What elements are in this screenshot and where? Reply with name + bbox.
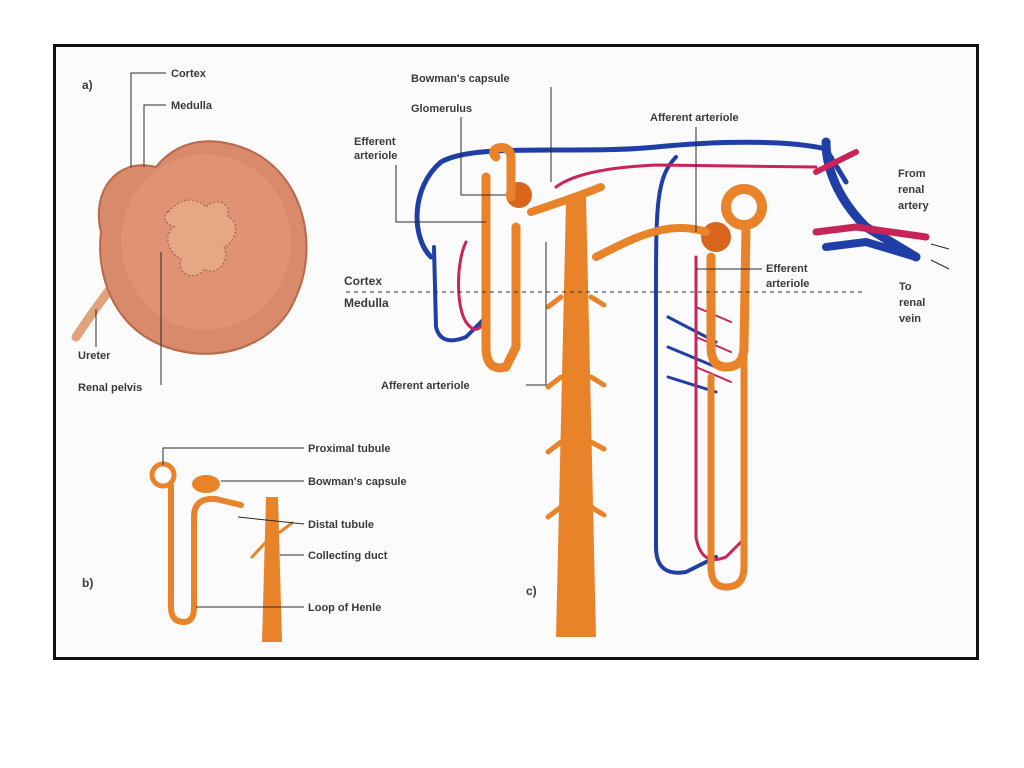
label-efferent-right-1: Efferent xyxy=(766,263,808,275)
label-medulla-a: Medulla xyxy=(171,100,213,112)
renal-artery-top xyxy=(813,149,859,175)
panel-c-tag: c) xyxy=(526,584,537,598)
collecting-duct-branches-b xyxy=(250,521,294,559)
distal-left xyxy=(527,183,605,216)
label-bowmans-capsule-c: Bowman's capsule xyxy=(411,73,510,85)
panel-a-kidney: a) Cortex Medulla Ureter Renal pelvis xyxy=(71,68,308,394)
label-from-3: artery xyxy=(898,200,929,212)
left-vein-loop xyxy=(432,245,488,343)
label-cortex-a: Cortex xyxy=(171,68,207,80)
label-to-3: vein xyxy=(899,313,921,325)
leader-efferent-left xyxy=(395,165,486,223)
label-afferent-top: Afferent arteriole xyxy=(650,112,739,124)
label-renal-pelvis: Renal pelvis xyxy=(78,382,142,394)
collecting-duct-c xyxy=(556,197,596,637)
proximal-right-loop xyxy=(721,184,767,230)
label-efferent-right-2: arteriole xyxy=(766,278,809,290)
label-loop-of-henle: Loop of Henle xyxy=(308,602,381,614)
label-efferent-left-1: Efferent xyxy=(354,136,396,148)
label-bowmans-capsule-b: Bowman's capsule xyxy=(308,476,407,488)
glomerulus-right xyxy=(701,222,731,252)
leader-cortex-a xyxy=(130,72,166,167)
figure-frame: a) Cortex Medulla Ureter Renal pelvis b)… xyxy=(53,44,979,660)
renal-artery-trunk xyxy=(812,223,930,241)
panel-a-tag: a) xyxy=(82,78,93,92)
collecting-duct-c-branches xyxy=(545,294,607,520)
label-from-1: From xyxy=(898,168,926,180)
label-efferent-left-2: arteriole xyxy=(354,150,397,162)
renal-vein-arc xyxy=(414,139,849,260)
distal-right xyxy=(592,223,710,261)
leader-glomerulus xyxy=(460,117,506,196)
renal-vein-branch xyxy=(822,238,920,261)
label-collecting-duct: Collecting duct xyxy=(308,550,388,562)
label-glomerulus: Glomerulus xyxy=(411,103,472,115)
proximal-left xyxy=(489,143,516,202)
label-proximal-tubule: Proximal tubule xyxy=(308,443,391,455)
label-afferent-bottom: Afferent arteriole xyxy=(381,380,470,392)
panel-b-tag: b) xyxy=(82,576,93,590)
flow-arrows-right xyxy=(930,243,950,270)
label-medulla-c: Medulla xyxy=(344,296,389,310)
afferent-artery-top xyxy=(554,163,818,189)
loop-left xyxy=(481,172,521,373)
leader-afferent-bottom xyxy=(526,242,547,386)
bowmans-capsule-b xyxy=(192,475,220,493)
nephron-diagram: a) Cortex Medulla Ureter Renal pelvis b)… xyxy=(71,68,950,642)
label-ureter: Ureter xyxy=(78,350,111,362)
loop-right-lower xyxy=(707,343,748,591)
label-from-2: renal xyxy=(898,184,924,196)
right-red-descending xyxy=(694,255,748,561)
panel-c-nephron: c) Bowman's caps xyxy=(344,73,950,637)
label-to-2: renal xyxy=(899,297,925,309)
panel-b-nephron: b) Proximal tubule Bowman's capsule Dist… xyxy=(82,443,407,642)
label-cortex-c: Cortex xyxy=(344,274,382,288)
label-to-1: To xyxy=(899,281,912,293)
leader-distal-tubule xyxy=(237,516,305,525)
loop-of-henle-b xyxy=(168,482,244,625)
label-distal-tubule: Distal tubule xyxy=(308,519,374,531)
leader-proximal-tubule xyxy=(162,447,304,465)
leader-medulla-a xyxy=(143,104,166,167)
right-vein-descending xyxy=(654,155,718,575)
collecting-duct-b xyxy=(262,497,282,642)
renal-pelvis-shape xyxy=(164,199,237,277)
